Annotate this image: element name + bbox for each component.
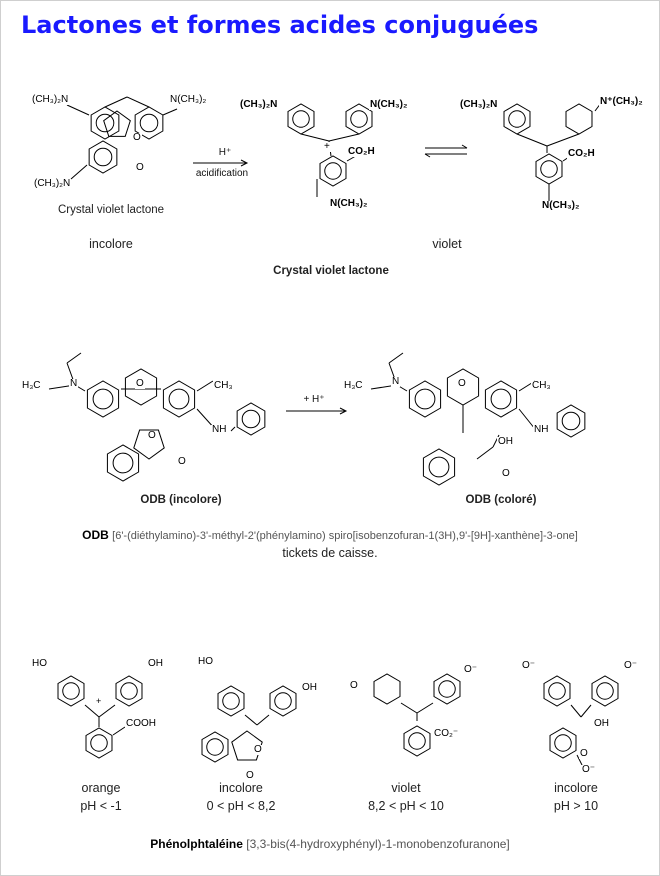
atom-nh: NH	[533, 424, 550, 435]
phph-form-4-ph: pH > 10	[553, 799, 599, 813]
atom-plus: +	[95, 696, 103, 706]
atom-co2h: CO₂H	[567, 148, 596, 159]
phph-name-iupac: [3,3-bis(4-hydroxyphényl)-1-monobenzofur…	[246, 837, 510, 851]
atom-o: O	[147, 430, 157, 441]
atom-nme2: N(CH₃)₂	[541, 200, 581, 211]
atom-o: O	[349, 680, 359, 691]
atom-co2h: CO₂H	[347, 146, 376, 157]
atom-ho: HO	[197, 656, 214, 667]
odb-name-bold: ODB	[82, 528, 109, 542]
atom-ch3: CH₃	[213, 380, 234, 391]
atom-o-minus: O⁻	[581, 764, 597, 775]
phph-form-2-ph: 0 < pH < 8,2	[206, 799, 276, 813]
atom-nme2: N(CH₃)₂	[369, 99, 409, 110]
phph-form-3-ph: 8,2 < pH < 10	[368, 799, 444, 813]
atom-oh: OH	[497, 436, 514, 447]
phph-form-3-color: violet	[391, 781, 421, 795]
atom-plus: +	[323, 141, 331, 152]
odb-full-name: ODB [6'-(diéthylamino)-3'-méthyl-2'(phén…	[1, 528, 659, 542]
atom-o: O	[135, 378, 145, 389]
atom-o: O	[132, 132, 142, 143]
atom-nme2: N(CH₃)₂	[169, 94, 208, 105]
odb-incolore-label: ODB (incolore)	[140, 494, 222, 506]
atom-o-minus: O⁻	[463, 664, 479, 675]
arrow-label-acidification: acidification	[195, 168, 249, 179]
cvl-state-incolore: incolore	[89, 237, 133, 251]
atom-nh: NH	[211, 424, 228, 435]
phph-form-1-ph: pH < -1	[80, 799, 122, 813]
odb-name-iupac: [6'-(diéthylamino)-3'-méthyl-2'(phénylam…	[112, 530, 578, 542]
atom-h3c: H₃C	[343, 380, 364, 391]
atom-n: N	[69, 378, 79, 389]
arrow-label-h-plus: H⁺	[218, 147, 232, 158]
cvl-caption: Crystal violet lactone	[273, 265, 389, 277]
atom-o: O	[457, 378, 467, 389]
atom-co2-minus: CO₂⁻	[433, 728, 460, 739]
phph-form-1-color: orange	[81, 781, 121, 795]
atom-ch3: CH₃	[531, 380, 552, 391]
atom-o: O	[501, 468, 511, 479]
equilibrium-arrows	[424, 144, 468, 158]
phph-form-2-color: incolore	[219, 781, 263, 795]
phph-name-bold: Phénolphtaléine	[150, 837, 243, 851]
atom-nme2: (CH₃)₂N	[459, 99, 499, 110]
atom-nme2: (CH₃)₂N	[239, 99, 279, 110]
atom-n: N	[391, 376, 401, 387]
cvl-structure-label: Crystal violet lactone	[57, 204, 165, 216]
atom-o: O	[177, 456, 187, 467]
atom-nme2: N(CH₃)₂	[329, 198, 369, 209]
odb-arrow-label: + H⁺	[303, 394, 325, 405]
atom-oh: OH	[593, 718, 610, 729]
atom-o: O	[135, 162, 145, 173]
odb-colore-label: ODB (coloré)	[465, 494, 537, 506]
atom-o-minus: O⁻	[623, 660, 639, 671]
atom-nme2: (CH₃)₂N	[31, 94, 70, 105]
atom-nme2: (CH₃)₂N	[33, 178, 72, 189]
atom-nplus: N⁺(CH₃)₂	[599, 96, 644, 107]
atom-h3c: H₃C	[21, 380, 42, 391]
atom-cooh: COOH	[125, 718, 157, 729]
atom-oh: OH	[147, 658, 164, 669]
atom-o: O	[579, 748, 589, 759]
cvl-state-violet: violet	[432, 237, 462, 251]
odb-usage: tickets de caisse.	[282, 546, 378, 560]
atom-o: O	[253, 744, 263, 755]
atom-oh: OH	[301, 682, 318, 693]
phph-form-4-color: incolore	[554, 781, 598, 795]
phph-full-name: Phénolphtaléine [3,3-bis(4-hydroxyphényl…	[1, 837, 659, 851]
atom-o-minus: O⁻	[521, 660, 537, 671]
atom-ho: HO	[31, 658, 48, 669]
atom-o: O	[245, 770, 255, 781]
page-title: Lactones et formes acides conjuguées	[21, 11, 539, 39]
